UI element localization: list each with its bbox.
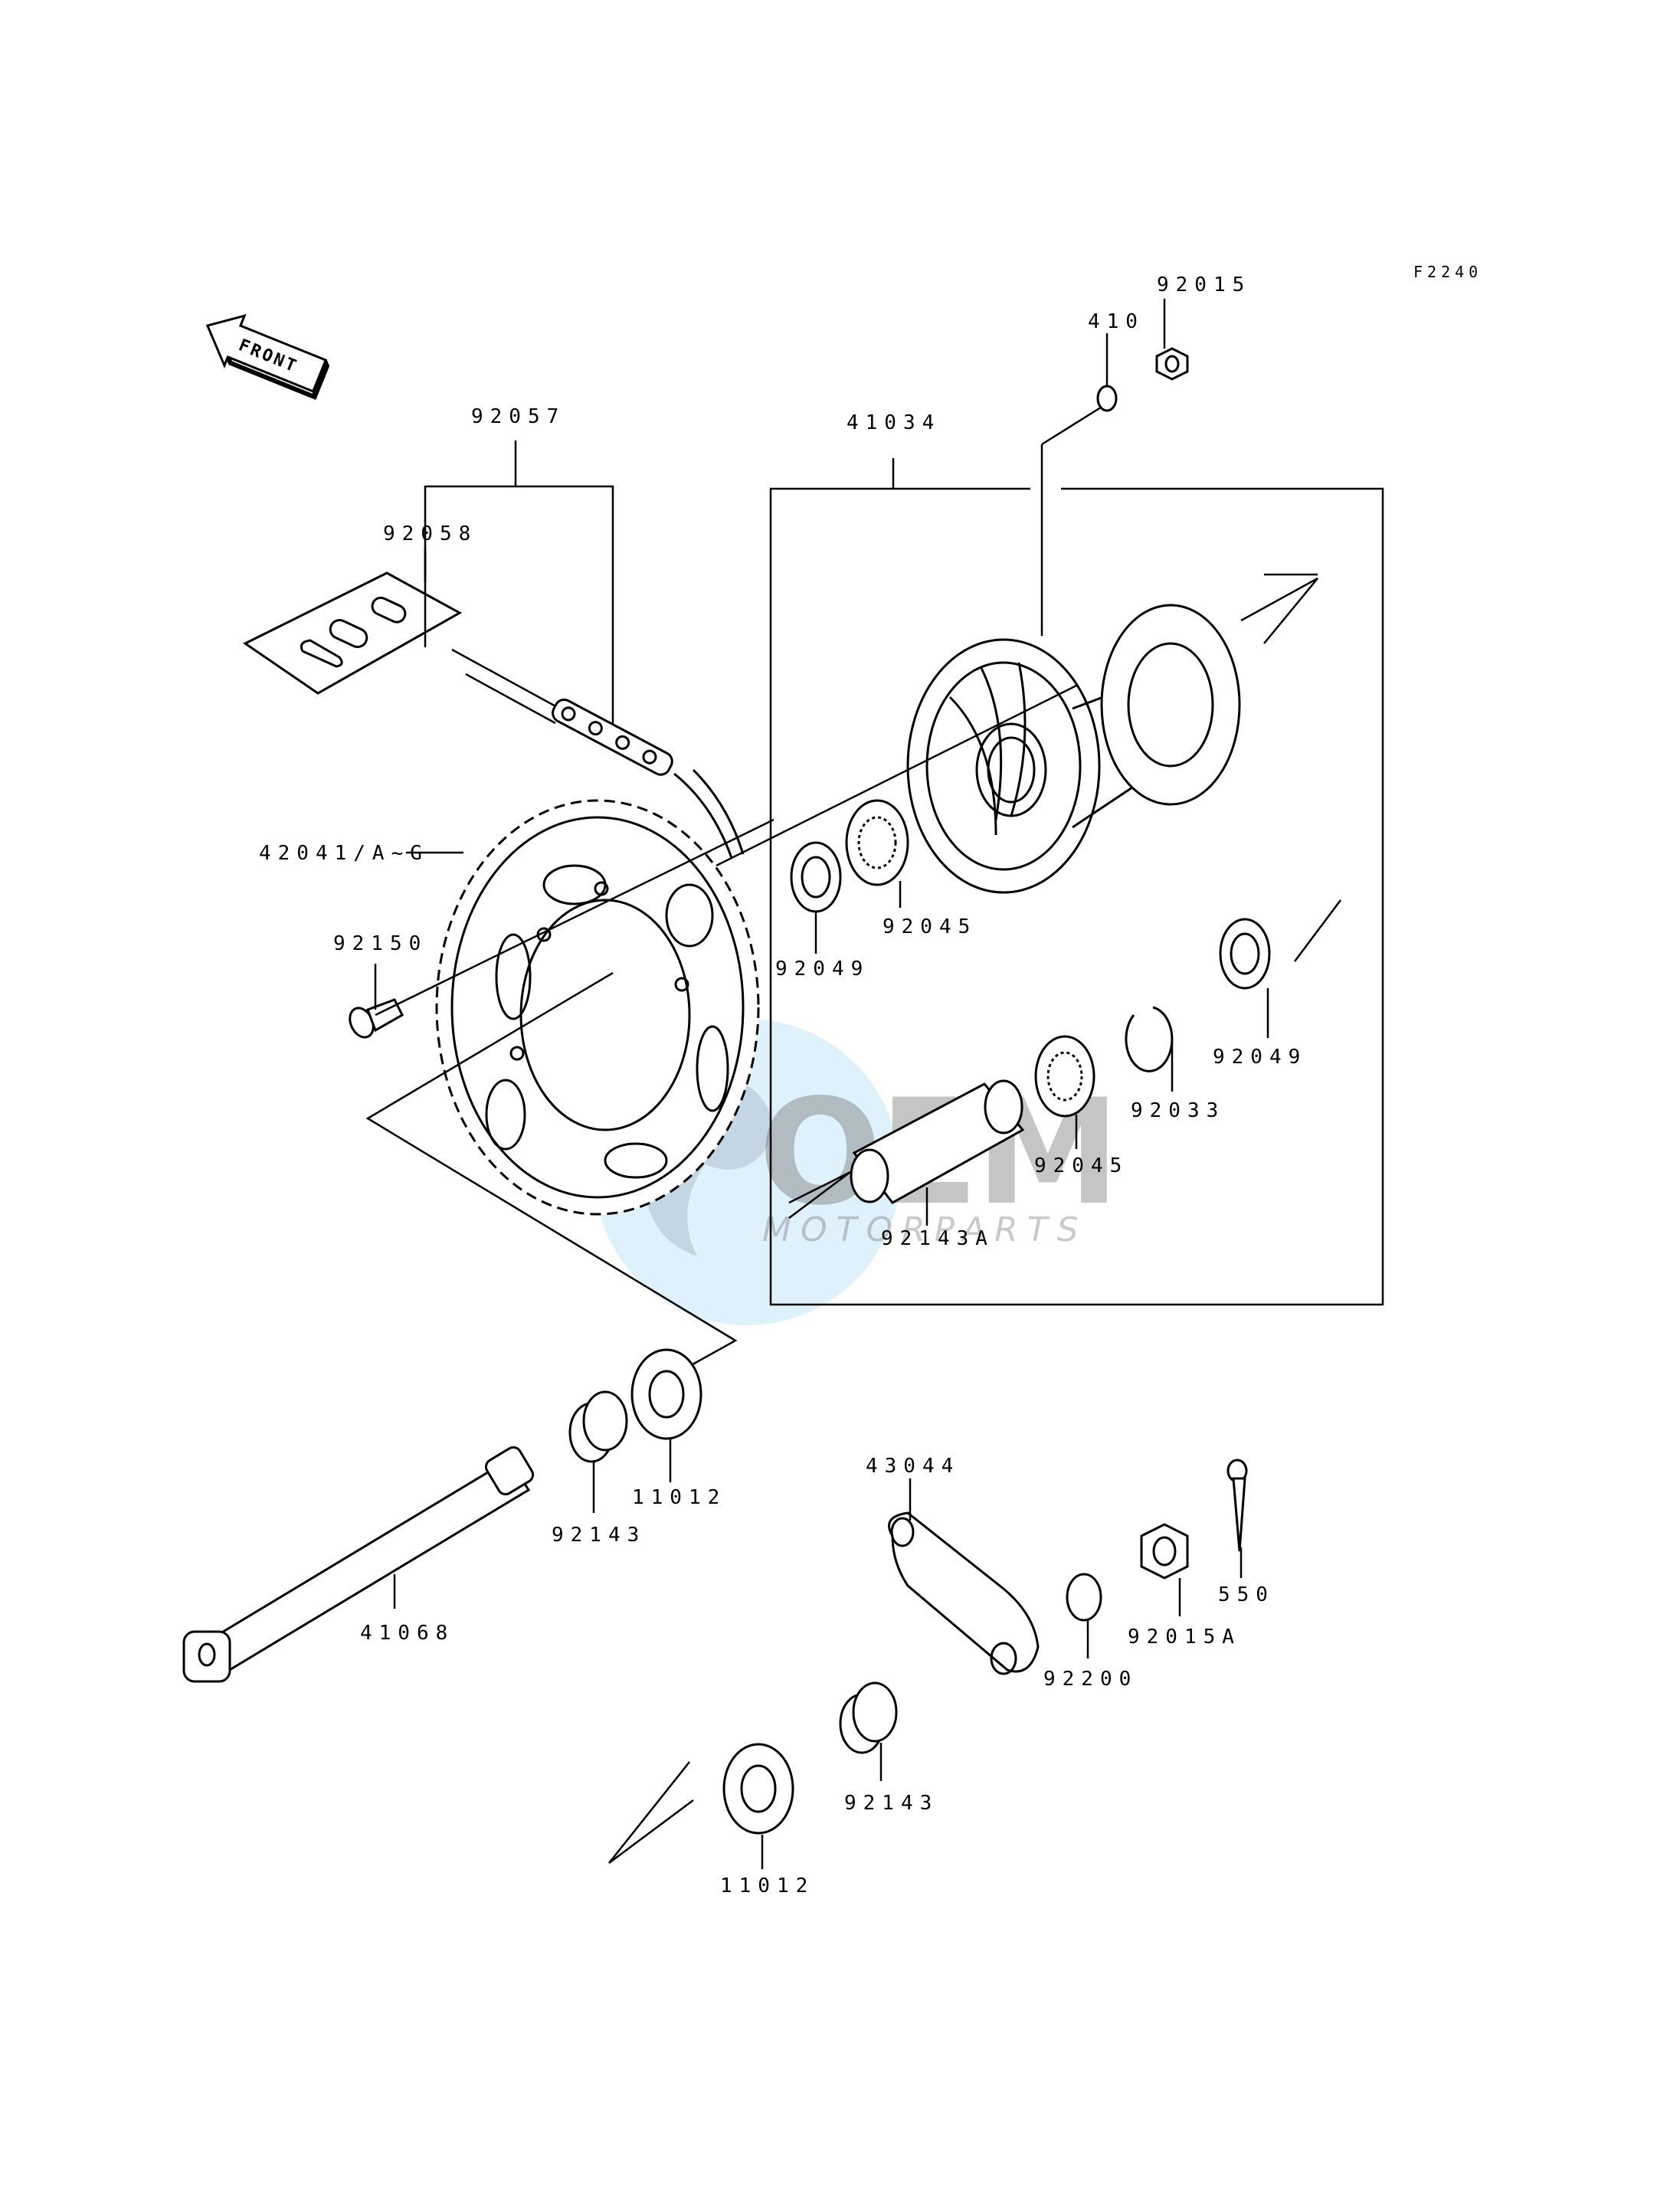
hub-axis-arrow <box>1240 577 1318 644</box>
label-92200: 92200 <box>1043 1668 1138 1691</box>
label-41034: 41034 <box>847 411 941 434</box>
label-92015A: 92015A <box>1128 1626 1241 1649</box>
watermark-subtitle: MOTORPARTS <box>762 1210 1088 1249</box>
diagram-code: F2240 <box>1413 263 1482 281</box>
master-link-kit <box>243 571 463 695</box>
seal-right-axis <box>1294 899 1341 962</box>
sprocket-connector <box>365 971 738 1380</box>
cotter-pin <box>1226 1459 1248 1552</box>
hub-stud-line <box>1041 404 1104 446</box>
oil-seal-right <box>1219 918 1271 990</box>
label-11012-upper: 11012 <box>632 1486 726 1509</box>
castle-nut <box>1140 1523 1189 1580</box>
front-arrow-icon: FRONT <box>205 313 330 401</box>
collar-11012-upper <box>630 1348 702 1440</box>
chain <box>451 648 745 859</box>
lower-axis-arrow <box>608 1761 694 1865</box>
label-92045-right: 92045 <box>1034 1154 1128 1177</box>
bearing-right <box>1034 1035 1095 1118</box>
spacer-92143A <box>788 1079 1025 1219</box>
circlip <box>1125 1006 1174 1072</box>
label-11012-lower: 11012 <box>720 1874 814 1897</box>
label-92057: 92057 <box>471 405 565 428</box>
label-41068: 41068 <box>360 1622 454 1645</box>
label-92058: 92058 <box>383 522 477 545</box>
hub-assembly-box <box>769 458 1384 1306</box>
washer-92200 <box>1066 1573 1102 1622</box>
label-92143-lower: 92143 <box>844 1792 938 1815</box>
label-92150: 92150 <box>333 932 427 955</box>
label-42041: 42041/A~G <box>259 842 429 865</box>
bearing-left <box>845 799 909 886</box>
chain-bracket <box>424 440 614 747</box>
rear-axle <box>182 1446 535 1683</box>
label-92015: 92015 <box>1157 273 1251 296</box>
label-92143A: 92143A <box>881 1227 994 1250</box>
label-550: 550 <box>1218 1583 1275 1606</box>
rear-hub <box>906 573 1318 894</box>
label-43044: 43044 <box>866 1455 960 1478</box>
collar-92143-lower <box>839 1681 898 1754</box>
label-92033: 92033 <box>1131 1099 1225 1122</box>
rear-sprocket <box>435 799 760 1216</box>
nut-92015 <box>1155 347 1189 381</box>
label-92143-upper: 92143 <box>552 1524 646 1547</box>
collar-92143-upper <box>568 1390 628 1463</box>
hub-axis-line <box>716 684 1077 867</box>
washer-410 <box>1096 385 1118 412</box>
label-92045-left: 92045 <box>883 915 977 938</box>
part-labels: 92015 410 41034 92057 92058 42041/A~G 92… <box>259 273 1307 1897</box>
label-410: 410 <box>1088 310 1145 333</box>
caliper-bracket <box>888 1511 1040 1675</box>
label-92049-right: 92049 <box>1213 1046 1307 1069</box>
oil-seal-left <box>790 841 842 913</box>
leader-lines <box>374 299 1269 1869</box>
collar-11012-lower <box>722 1743 794 1835</box>
label-92049-left: 92049 <box>775 958 869 981</box>
